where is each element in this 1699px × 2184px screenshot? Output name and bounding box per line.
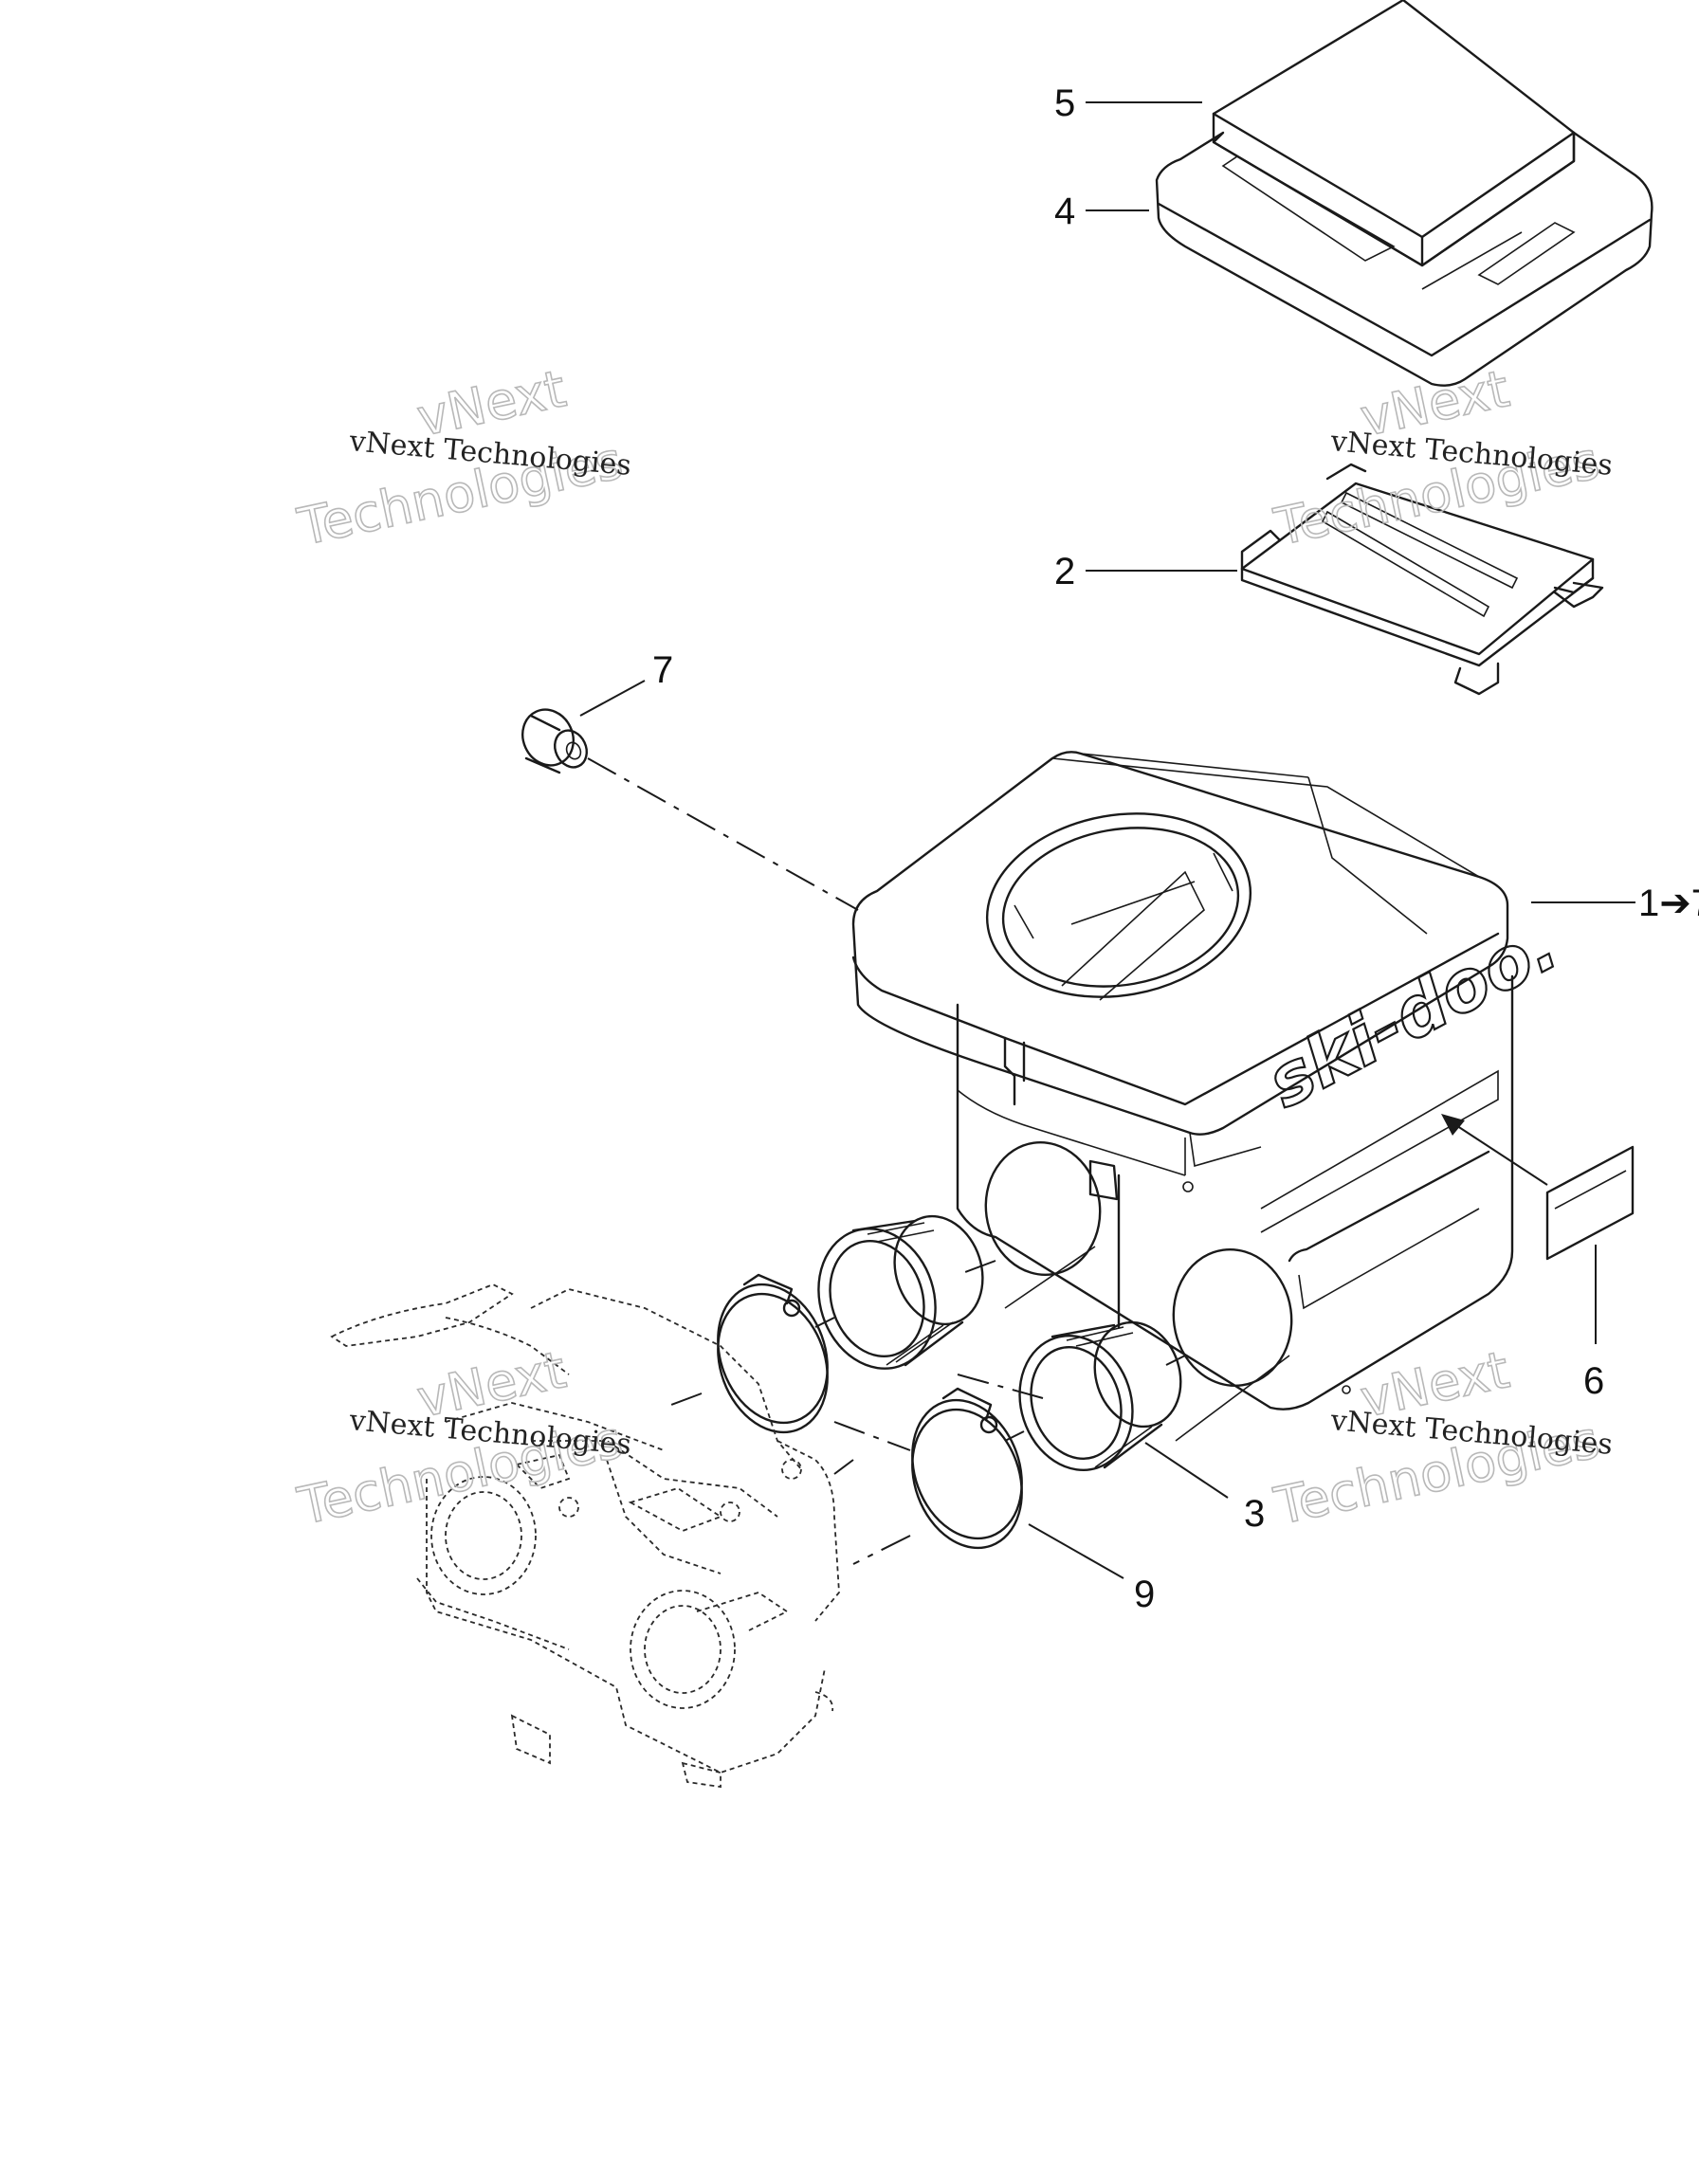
air-filter-block-part-5 <box>1212 0 1576 267</box>
decal-placement-arrow <box>1445 1118 1548 1186</box>
callout-1-to-7: 1➔7 <box>1638 883 1699 924</box>
clamp-upper-part-9 <box>717 1273 829 1434</box>
clamp-lower-part-9 <box>911 1387 1023 1550</box>
callout-9: 9 <box>1134 1574 1155 1615</box>
grommet-assembly-line <box>587 757 859 911</box>
connector-line <box>833 1374 1044 1451</box>
lower-assembly-line <box>833 1355 1186 1565</box>
callout-6: 6 <box>1583 1360 1604 1402</box>
arrow-head-icon <box>1441 1114 1465 1136</box>
decal-part-6 <box>1545 1145 1635 1261</box>
watermark-top-left: vNext Technologies vNext Technologies <box>292 357 632 557</box>
air-silencer-box-part-1: ski-doo. <box>851 751 1572 1442</box>
callout-leaders <box>579 101 1635 1579</box>
callout-5: 5 <box>1054 82 1075 124</box>
carburetor-assembly-reference <box>330 1283 840 1789</box>
callout-4: 4 <box>1054 191 1075 232</box>
watermark-top-right: vNext Technologies vNext Technologies <box>1269 357 1614 557</box>
grommet-part-7 <box>521 708 588 774</box>
rubber-adaptor-upper-part-3 <box>817 1214 984 1370</box>
callout-3: 3 <box>1244 1493 1265 1535</box>
tray-plate-part-2 <box>1240 463 1604 696</box>
upper-assembly-line <box>663 1260 996 1409</box>
filter-frame-part-4 <box>1155 131 1653 387</box>
callout-2: 2 <box>1054 551 1075 592</box>
ski-doo-logo: ski-doo. <box>1254 904 1571 1124</box>
watermark-bottom-right: vNext Technologies vNext Technologies <box>1269 1338 1614 1537</box>
callout-7: 7 <box>652 649 673 691</box>
rubber-adaptor-lower-part-3 <box>1018 1320 1182 1471</box>
watermark-bottom-left: vNext Technologies vNext Technologies <box>292 1338 632 1537</box>
